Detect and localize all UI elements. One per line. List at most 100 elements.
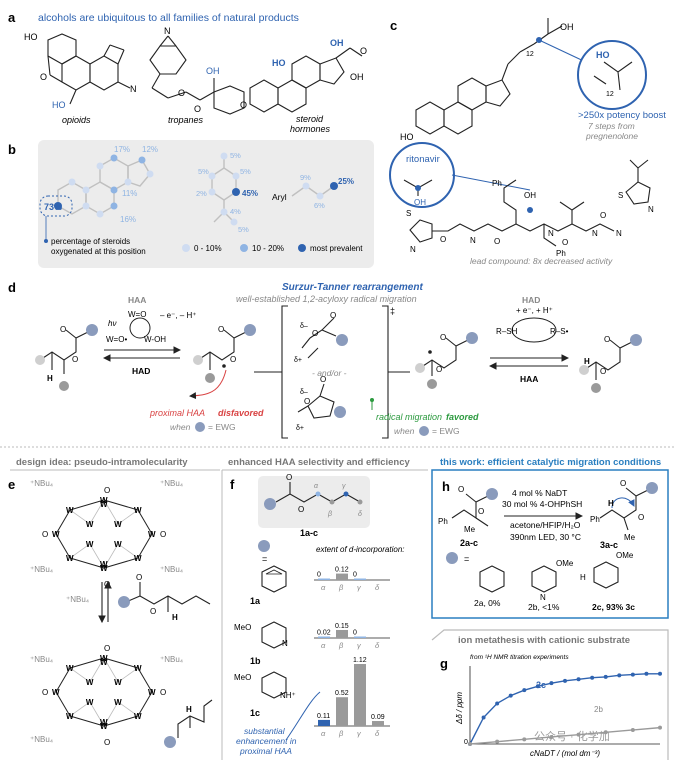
data-point-2c bbox=[563, 678, 567, 683]
cluster-bond bbox=[137, 533, 153, 559]
boost-label: >250x potency boost bbox=[578, 110, 666, 121]
w-o-radical-label: W=O• bbox=[106, 335, 127, 344]
chart-origin: 0 bbox=[464, 739, 468, 746]
nbu4-6: ⁺NBu₄ bbox=[30, 655, 53, 664]
bar bbox=[354, 664, 366, 726]
oxo-atom: O bbox=[42, 530, 48, 539]
oxo-atom: O bbox=[104, 580, 110, 589]
atom-o-d12: O bbox=[604, 335, 610, 344]
pct-mid-6: 4% bbox=[230, 207, 241, 216]
result-2b: 2b, <1% bbox=[528, 602, 560, 612]
dminus-2: δ– bbox=[300, 389, 308, 396]
legend-high: most prevalent bbox=[310, 244, 363, 253]
panel-b: b 73% 17% 12% 11% 16% p bbox=[8, 140, 374, 268]
atom-o-d2: O bbox=[60, 325, 66, 334]
bar-axis-tick: γ bbox=[357, 583, 362, 592]
panel-h-box bbox=[431, 469, 669, 619]
bar bbox=[336, 629, 348, 638]
label-hormones: hormones bbox=[290, 124, 331, 134]
double-dagger: ‡ bbox=[390, 306, 395, 316]
result-2c: 2c, 93% 3c bbox=[592, 602, 635, 612]
tungsten-atom: W bbox=[134, 554, 142, 563]
tungsten-atom: W bbox=[66, 712, 74, 721]
atom-o-rit2: O bbox=[494, 237, 500, 246]
oxo-atom: O bbox=[104, 486, 110, 495]
atom-n: N bbox=[130, 84, 137, 94]
tungsten-atom: W bbox=[86, 540, 94, 549]
panel-f-header: enhanced HAA selectivity and efficiency bbox=[228, 457, 411, 468]
data-point-2c bbox=[576, 677, 581, 682]
ewg-2: = EWG bbox=[432, 426, 460, 436]
sm-label: 2a-c bbox=[460, 538, 478, 548]
atom-n-rit4: N bbox=[592, 229, 598, 238]
cluster-bond bbox=[55, 509, 71, 535]
tungsten-atom: W bbox=[100, 496, 108, 505]
watermark: 公众号 · 化学加 bbox=[534, 729, 610, 743]
rs-label: R–S• bbox=[550, 327, 569, 336]
tungsten-atom: W bbox=[114, 540, 122, 549]
atom-o-h2: O bbox=[478, 507, 484, 516]
legend-low: 0 - 10% bbox=[194, 244, 222, 253]
haa-label-1: HAA bbox=[128, 295, 146, 305]
atom-o-e2: O bbox=[150, 607, 156, 616]
pct-12: 12% bbox=[142, 145, 158, 154]
ritonavir-structure bbox=[409, 159, 651, 247]
equals-h: = bbox=[464, 554, 469, 564]
cluster-bond-back bbox=[89, 657, 105, 683]
extent-label: extent of d-incorporation: bbox=[316, 545, 405, 554]
cluster-bond-back bbox=[103, 543, 119, 569]
opioid-structure bbox=[47, 33, 131, 91]
pct-mid-7: 5% bbox=[238, 225, 249, 234]
meo-1c: MeO bbox=[234, 673, 251, 682]
bar-axis-tick: δ bbox=[375, 641, 380, 650]
bar-axis-tick: α bbox=[321, 641, 326, 650]
atom-o-d4: O bbox=[218, 325, 224, 334]
tungsten-atom: W bbox=[66, 554, 74, 563]
lead-compound-label: lead compound: 8x decreased activity bbox=[470, 256, 613, 266]
oxo-atom: O bbox=[104, 738, 110, 747]
atom-oh-steroid2: OH bbox=[350, 72, 364, 82]
atom-o-d10: O bbox=[440, 333, 446, 342]
bar-value-label: 0.52 bbox=[335, 690, 349, 697]
pct-17: 17% bbox=[114, 145, 130, 154]
series-label-2b: 2b bbox=[594, 705, 603, 714]
had-label-2: HAD bbox=[522, 295, 540, 305]
data-point-2c bbox=[508, 693, 513, 698]
ome-2c: OMe bbox=[616, 551, 634, 560]
label-tropanes: tropanes bbox=[168, 115, 204, 125]
pct-11: 11% bbox=[122, 189, 137, 198]
tungsten-atom: W bbox=[52, 688, 60, 697]
bar-axis-tick: β bbox=[338, 641, 344, 650]
series-line-2b bbox=[469, 726, 661, 745]
data-point-2c bbox=[535, 684, 540, 689]
cluster-bond-back bbox=[117, 701, 139, 717]
w-oh-label: W-OH bbox=[144, 335, 166, 344]
ph-label-2: Ph bbox=[590, 515, 600, 524]
atom-h-e2: H bbox=[186, 705, 192, 714]
bar bbox=[318, 578, 330, 580]
n-1b: N bbox=[282, 639, 288, 648]
panel-e-letter: e bbox=[8, 477, 15, 492]
cluster-bond bbox=[69, 657, 105, 669]
data-point-2b bbox=[495, 739, 500, 744]
data-point-2b bbox=[576, 732, 581, 737]
surzur-title: Surzur-Tanner rearrangement bbox=[282, 282, 423, 293]
bar bbox=[336, 573, 348, 580]
legend-mid: 10 - 20% bbox=[252, 244, 284, 253]
aryl-label: Aryl bbox=[272, 192, 287, 202]
tungsten-atom: W bbox=[100, 654, 108, 663]
cluster-bond bbox=[137, 667, 153, 693]
tungsten-atom: W bbox=[148, 530, 156, 539]
h-label: H bbox=[608, 499, 614, 508]
panel-a: a alcohols are ubiquitous to all familie… bbox=[8, 10, 367, 134]
bar-axis-tick: γ bbox=[357, 641, 362, 650]
cluster-bond-back bbox=[69, 543, 91, 559]
cluster-bond-back bbox=[117, 509, 139, 525]
chart-ylabel: Δδ / ppm bbox=[455, 692, 464, 725]
tungsten-atom: W bbox=[114, 520, 122, 529]
ph-label: Ph bbox=[438, 517, 448, 526]
panel-d: d Surzur-Tanner rearrangement well-estab… bbox=[8, 280, 642, 439]
tungsten-atom: W bbox=[100, 564, 108, 573]
